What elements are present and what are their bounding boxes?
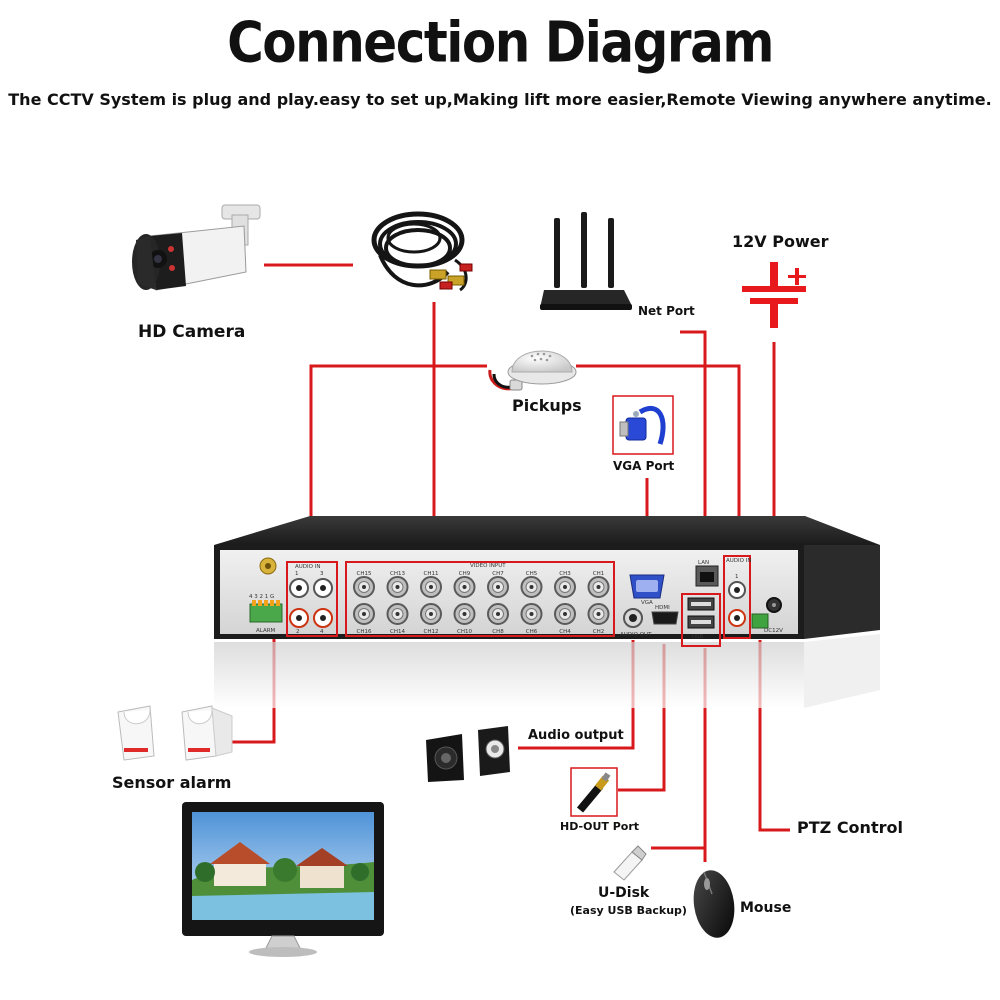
bnc-connector: [520, 603, 543, 625]
bnc-connector: [554, 603, 576, 625]
bnc-connector: [587, 576, 610, 598]
sensor-alarm-icon: [117, 705, 233, 761]
label-u-disk-note: (Easy USB Backup): [570, 904, 687, 917]
label-hd-out-port: HD-OUT Port: [560, 820, 640, 833]
bnc-connector: [386, 603, 409, 625]
label-12v-power: 12V Power: [732, 232, 829, 251]
monitor-icon: [182, 802, 384, 957]
bnc-connector: [487, 603, 509, 625]
page-subtitle: The CCTV System is plug and play.easy to…: [8, 90, 992, 109]
bnc-connector: [487, 576, 509, 598]
bnc-connector: [420, 603, 442, 625]
vga-cable-icon: [612, 395, 674, 455]
hd-camera-icon: [132, 204, 261, 291]
router-icon: [540, 212, 632, 310]
bnc-connector: [520, 576, 543, 598]
label-u-disk: U-Disk: [598, 885, 650, 901]
audio-in-jacks: [289, 578, 333, 628]
label-hd-camera: HD Camera: [138, 322, 246, 342]
label-vga-port: VGA Port: [613, 459, 675, 473]
power-symbol-icon: [742, 262, 806, 328]
label-audio-output: Audio output: [528, 728, 624, 743]
bnc-connector: [386, 576, 409, 598]
label-net-port: Net Port: [638, 304, 695, 318]
bnc-connector: [353, 603, 375, 625]
bnc-connector: [453, 576, 476, 598]
label-ptz-control: PTZ Control: [797, 818, 903, 837]
dvr-recorder: [214, 516, 880, 708]
bnc-connector: [420, 576, 442, 598]
bnc-connector: [453, 603, 476, 625]
speakers-icon: [426, 726, 510, 782]
label-sensor-alarm: Sensor alarm: [112, 773, 232, 792]
video-input-bnc-connectors: [353, 576, 610, 625]
bnc-connector: [587, 603, 610, 625]
cable-coil-icon: [371, 211, 473, 292]
label-mouse: Mouse: [740, 900, 792, 916]
pickup-microphone-icon: [488, 350, 577, 391]
page-title: Connection Diagram: [227, 10, 774, 75]
mouse-icon: [693, 870, 735, 938]
bnc-connector: [353, 576, 375, 598]
u-disk-icon: [613, 845, 647, 881]
label-pickups: Pickups: [512, 396, 582, 415]
bnc-connector: [554, 576, 576, 598]
hdmi-cable-icon: [570, 767, 618, 817]
